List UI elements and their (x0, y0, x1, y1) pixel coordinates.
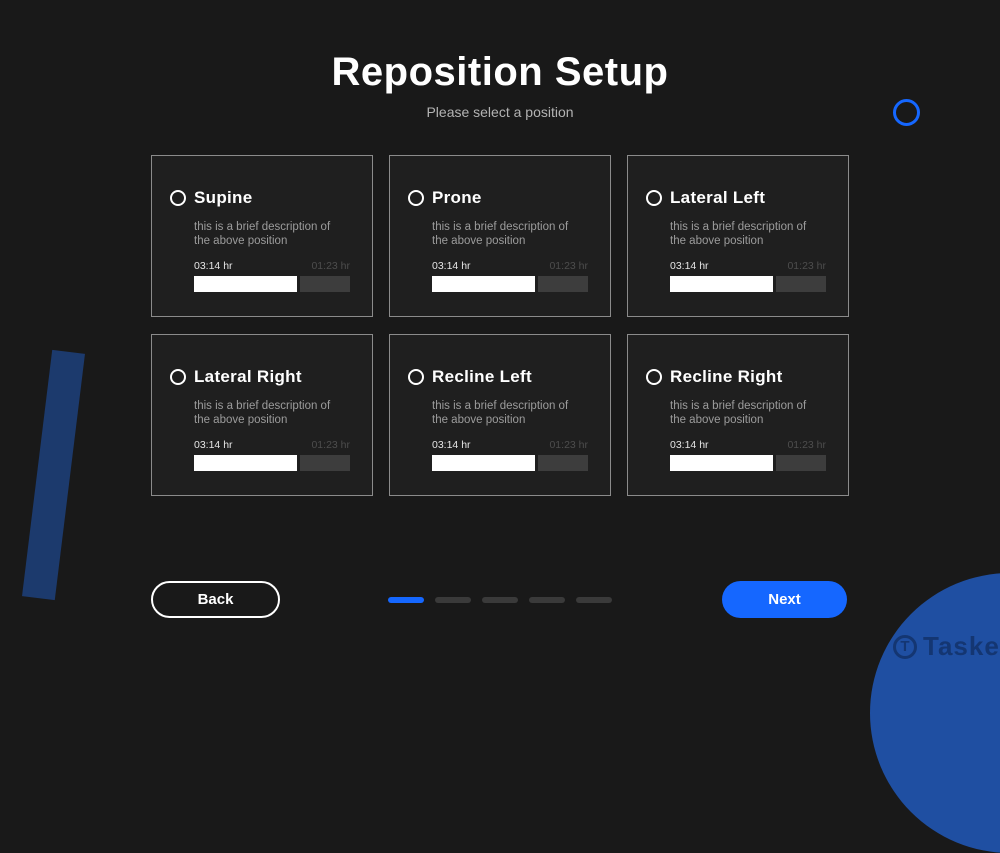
remaining-time-label: 01:23 hr (311, 439, 350, 451)
card-header: Recline Left (408, 367, 592, 387)
pagination-dash-5[interactable] (576, 597, 612, 603)
tasker-logo-text: Tasker (923, 631, 1000, 661)
card-body: this is a brief description of the above… (670, 399, 830, 471)
position-card[interactable]: Recline Left this is a brief description… (389, 334, 611, 496)
pagination-dash-3[interactable] (482, 597, 518, 603)
elapsed-time-label: 03:14 hr (670, 439, 709, 451)
progress-remaining-segment (537, 455, 588, 471)
position-card[interactable]: Prone this is a brief description of the… (389, 155, 611, 317)
time-labels: 03:14 hr 01:23 hr (194, 260, 350, 272)
progress-bar (194, 455, 350, 471)
position-description: this is a brief description of the above… (432, 221, 569, 247)
position-title: Recline Right (670, 367, 783, 386)
position-description: this is a brief description of the above… (432, 400, 569, 426)
card-body: this is a brief description of the above… (432, 399, 592, 471)
radio-button[interactable] (646, 369, 662, 385)
progress-bar (194, 276, 350, 292)
card-header: Prone (408, 188, 592, 208)
card-header: Lateral Right (170, 367, 354, 387)
header: Reposition Setup Please select a positio… (0, 50, 1000, 120)
progress-remaining-segment (299, 455, 350, 471)
radio-button[interactable] (646, 190, 662, 206)
brand-logo: T Tasker (893, 631, 1000, 662)
radio-button[interactable] (170, 369, 186, 385)
remaining-time-label: 01:23 hr (311, 260, 350, 272)
elapsed-time-label: 03:14 hr (432, 260, 471, 272)
progress-bar (670, 455, 826, 471)
progress-remaining-segment (775, 276, 826, 292)
elapsed-time-label: 03:14 hr (194, 439, 233, 451)
position-description: this is a brief description of the above… (670, 400, 807, 426)
progress-elapsed-segment (432, 455, 535, 471)
position-card[interactable]: Lateral Left this is a brief description… (627, 155, 849, 317)
time-labels: 03:14 hr 01:23 hr (432, 260, 588, 272)
pagination-dash-2[interactable] (435, 597, 471, 603)
progress-elapsed-segment (194, 276, 297, 292)
progress-bar (432, 276, 588, 292)
card-body: this is a brief description of the above… (670, 220, 830, 292)
radio-button[interactable] (408, 190, 424, 206)
time-labels: 03:14 hr 01:23 hr (670, 439, 826, 451)
remaining-time-label: 01:23 hr (787, 439, 826, 451)
progress-elapsed-segment (432, 276, 535, 292)
remaining-time-label: 01:23 hr (549, 439, 588, 451)
progress-bar (432, 455, 588, 471)
decor-corner-blob (870, 573, 1000, 853)
card-header: Recline Right (646, 367, 830, 387)
radio-button[interactable] (170, 190, 186, 206)
position-description: this is a brief description of the above… (194, 400, 331, 426)
time-labels: 03:14 hr 01:23 hr (432, 439, 588, 451)
position-title: Recline Left (432, 367, 532, 386)
position-card[interactable]: Lateral Right this is a brief descriptio… (151, 334, 373, 496)
progress-remaining-segment (775, 455, 826, 471)
elapsed-time-label: 03:14 hr (670, 260, 709, 272)
position-title: Supine (194, 188, 253, 207)
position-title: Lateral Left (670, 188, 766, 207)
progress-remaining-segment (537, 276, 588, 292)
position-title: Prone (432, 188, 482, 207)
remaining-time-label: 01:23 hr (787, 260, 826, 272)
progress-remaining-segment (299, 276, 350, 292)
progress-elapsed-segment (670, 276, 773, 292)
decor-diagonal-bar (22, 349, 85, 601)
progress-bar (670, 276, 826, 292)
card-body: this is a brief description of the above… (432, 220, 592, 292)
time-labels: 03:14 hr 01:23 hr (194, 439, 350, 451)
pagination-dash-4[interactable] (529, 597, 565, 603)
progress-elapsed-segment (194, 455, 297, 471)
position-card[interactable]: Recline Right this is a brief descriptio… (627, 334, 849, 496)
pagination (388, 597, 612, 603)
page-subtitle: Please select a position (426, 104, 574, 120)
pagination-dash-1[interactable] (388, 597, 424, 603)
card-header: Lateral Left (646, 188, 830, 208)
remaining-time-label: 01:23 hr (549, 260, 588, 272)
position-description: this is a brief description of the above… (670, 221, 807, 247)
position-title: Lateral Right (194, 367, 302, 386)
decor-circle-outline (893, 99, 920, 126)
page-title: Reposition Setup (331, 50, 669, 94)
elapsed-time-label: 03:14 hr (432, 439, 471, 451)
card-header: Supine (170, 188, 354, 208)
card-body: this is a brief description of the above… (194, 220, 354, 292)
elapsed-time-label: 03:14 hr (194, 260, 233, 272)
progress-elapsed-segment (670, 455, 773, 471)
position-card[interactable]: Supine this is a brief description of th… (151, 155, 373, 317)
next-button[interactable]: Next (722, 581, 847, 618)
tasker-logo-icon: T (893, 634, 917, 659)
card-body: this is a brief description of the above… (194, 399, 354, 471)
back-button[interactable]: Back (151, 581, 280, 618)
position-description: this is a brief description of the above… (194, 221, 331, 247)
radio-button[interactable] (408, 369, 424, 385)
time-labels: 03:14 hr 01:23 hr (670, 260, 826, 272)
cards-grid: Supine this is a brief description of th… (151, 155, 849, 496)
